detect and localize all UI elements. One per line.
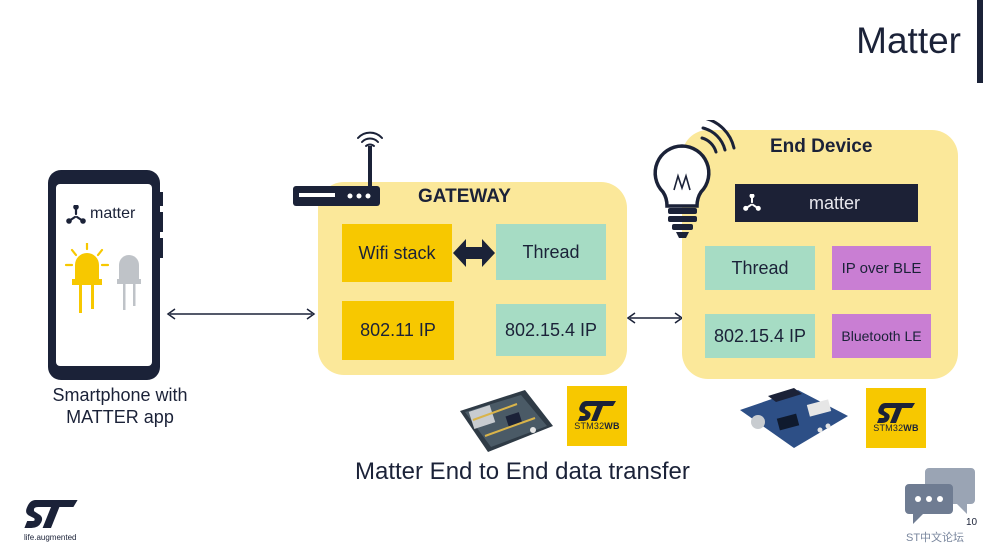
phone-caption: Smartphone with MATTER app — [40, 384, 200, 428]
bluetooth-le-box: Bluetooth LE — [832, 314, 931, 358]
st-tagline: life.augmented — [24, 533, 77, 542]
matter-logo-icon — [66, 204, 86, 225]
led-icon — [64, 241, 148, 317]
st-logo — [578, 401, 616, 421]
stm32wb-label-gateway: STM32WB — [574, 421, 620, 431]
title-accent-bar — [977, 0, 983, 83]
ed-thread-box: Thread — [705, 246, 815, 290]
lightbulb-icon — [648, 116, 740, 244]
matter-banner-text: matter — [809, 192, 861, 213]
smartphone — [48, 170, 163, 380]
phone-app-logo-text: matter — [90, 205, 136, 222]
st-corporate-logo: life.augmented — [24, 500, 86, 544]
stm32wb-label-end-device: STM32WB — [873, 423, 919, 433]
page-title: Matter — [856, 20, 961, 61]
gateway-thread-box: Thread — [496, 224, 606, 280]
diagram-caption: Matter End to End data transfer — [355, 458, 690, 485]
wifi-stack-box: Wifi stack — [342, 224, 452, 282]
gateway-enddevice-arrow — [626, 311, 684, 325]
dev-board-image-2 — [738, 386, 850, 452]
matter-banner-icon — [743, 194, 761, 212]
matter-banner: matter — [735, 184, 918, 222]
wifi-signal-icon — [354, 127, 386, 153]
gateway-title: GATEWAY — [418, 186, 511, 207]
stm32wb-badge-gateway: STM32WB — [567, 386, 627, 446]
chat-bubble-icon — [903, 466, 975, 526]
phone-caption-line2: MATTER app — [66, 407, 174, 427]
st-logo-2 — [877, 403, 915, 423]
gw-80211-ip-box: 802.11 IP — [342, 301, 454, 360]
phone-caption-line1: Smartphone with — [52, 385, 188, 405]
router-icon — [292, 146, 382, 208]
dev-board-image — [455, 386, 555, 456]
ed-802154-ip-box: 802.15.4 IP — [705, 314, 815, 358]
stm32wb-badge-end-device: STM32WB — [866, 388, 926, 448]
gw-802154-ip-box: 802.15.4 IP — [496, 304, 606, 356]
end-device-title: End Device — [770, 136, 873, 157]
page-number: 10 — [966, 517, 978, 528]
forum-watermark: ST中文论坛 — [906, 532, 965, 544]
bidirectional-arrow-icon — [452, 237, 496, 269]
ip-over-ble-box: IP over BLE — [832, 246, 931, 290]
phone-gateway-arrow — [166, 307, 316, 321]
